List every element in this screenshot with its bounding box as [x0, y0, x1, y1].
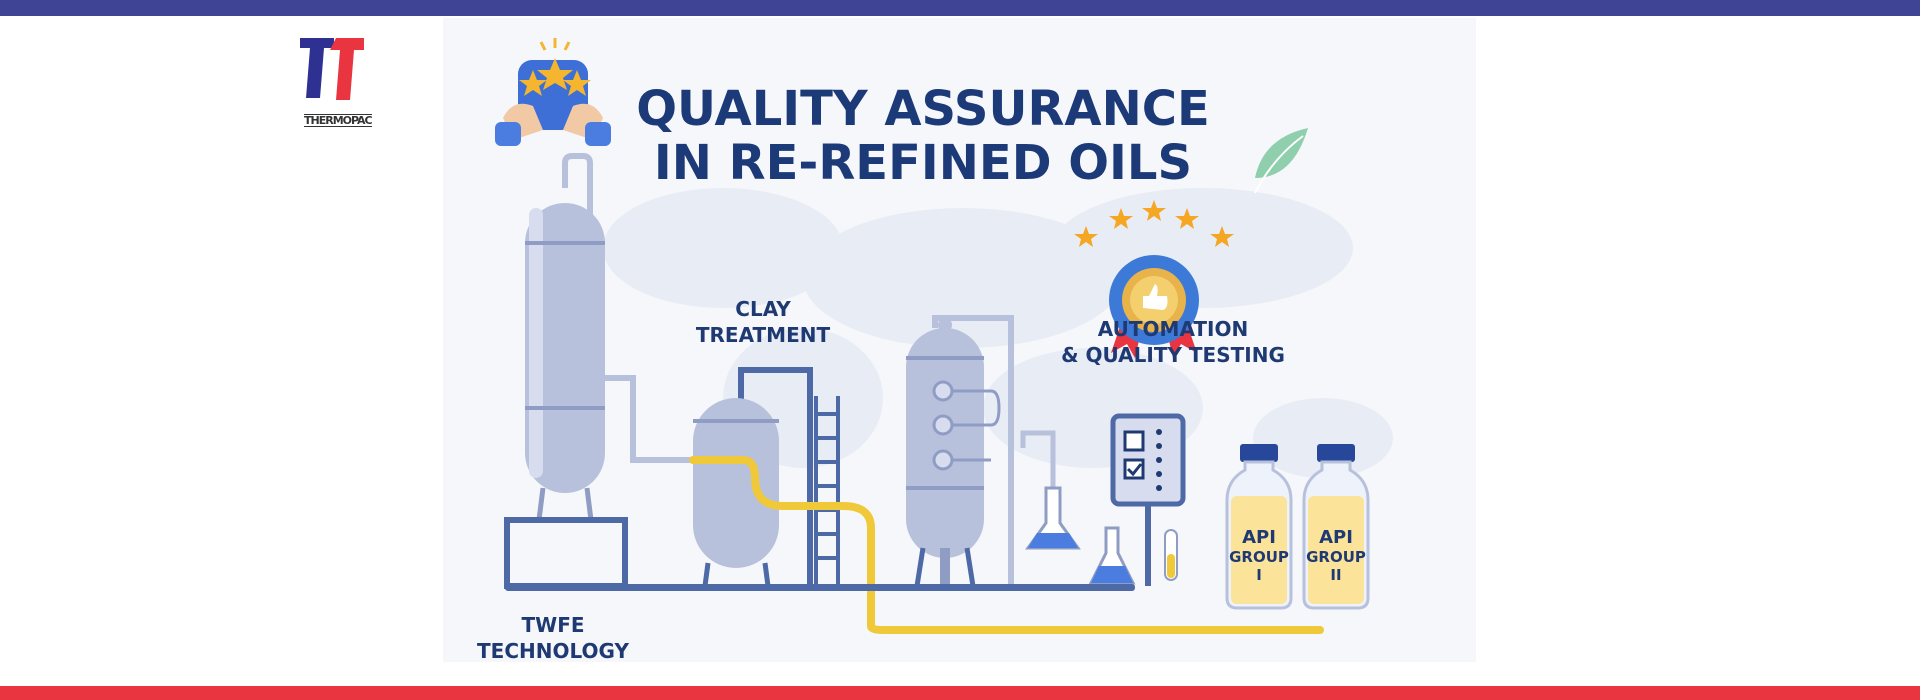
thermopac-logo	[300, 38, 364, 100]
twfe-column	[504, 153, 698, 589]
oil-bottle-group-1	[1225, 444, 1293, 610]
bottom-accent-bar	[0, 686, 1920, 700]
base-platform	[505, 584, 1135, 591]
automation-tower	[906, 315, 1056, 587]
bottle-1-api: API	[1242, 527, 1276, 548]
banner-title: QUALITY ASSURANCE IN RE-REFINED OILS	[613, 82, 1233, 190]
beaker-icon	[1088, 526, 1178, 585]
bottle-2-api: API	[1319, 527, 1353, 548]
thumbs-up-stars-icon	[495, 38, 611, 146]
stage-label-automation: AUTOMATION & QUALITY TESTING	[1043, 316, 1303, 368]
stage-label-twfe: TWFE TECHNOLOGY	[463, 612, 643, 662]
bottle-label-group-1: API GROUP I	[1224, 527, 1294, 585]
bottle-2-group: GROUP	[1306, 548, 1366, 566]
award-badge-icon	[1074, 200, 1234, 358]
leaf-icon	[1254, 128, 1308, 194]
clay-line-1: CLAY	[735, 297, 791, 321]
banner-illustration	[495, 38, 1393, 634]
top-accent-bar	[0, 0, 1920, 16]
stage-label-clay-treatment: CLAY TREATMENT	[673, 296, 853, 348]
automation-line-1: AUTOMATION	[1097, 317, 1249, 341]
oil-pipe	[689, 456, 1324, 634]
title-line-1: QUALITY ASSURANCE	[636, 81, 1210, 137]
bottle-2-number: II	[1330, 566, 1342, 584]
bottle-1-group: GROUP	[1229, 548, 1289, 566]
banner-card: QUALITY ASSURANCE IN RE-REFINED OILS CLA…	[443, 18, 1476, 662]
twfe-line-2: TECHNOLOGY	[477, 639, 629, 662]
title-line-2: IN RE-REFINED OILS	[653, 135, 1193, 191]
oil-bottle-group-2	[1302, 444, 1370, 610]
automation-line-2: & QUALITY TESTING	[1061, 343, 1285, 367]
clay-treatment-vessel	[693, 367, 840, 587]
checklist-panel-icon	[1110, 413, 1186, 586]
flask-icon	[1025, 486, 1081, 550]
logo-brand-text: THERMOPAC	[304, 114, 373, 127]
twfe-line-1: TWFE	[521, 613, 585, 637]
clay-line-2: TREATMENT	[695, 323, 831, 347]
bottle-label-group-2: API GROUP II	[1301, 527, 1371, 585]
bottle-1-number: I	[1256, 566, 1262, 584]
